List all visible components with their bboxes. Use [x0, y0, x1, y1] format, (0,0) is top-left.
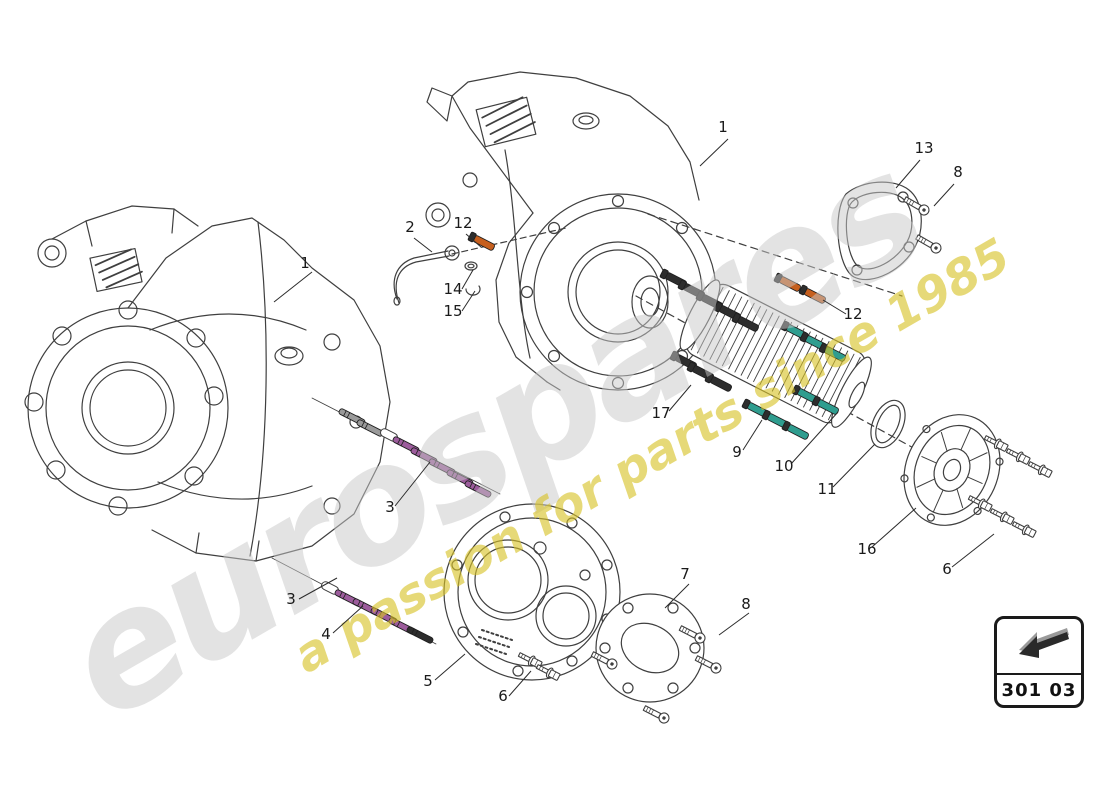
callout-label-6[interactable]: 6 [498, 687, 508, 705]
vent-grille-left [89, 247, 143, 293]
callout-label-8[interactable]: 8 [953, 163, 963, 181]
bolt-6 [1010, 518, 1038, 540]
callout-label-11[interactable]: 11 [817, 480, 836, 498]
breather-tube [393, 245, 460, 306]
leader-lines [273, 138, 995, 697]
cover-plate-5 [443, 503, 621, 681]
vent-grille-upper [475, 96, 537, 148]
gearbox-housing-left [24, 205, 391, 562]
rear-cover-16 [900, 414, 1004, 526]
callout-label-16[interactable]: 16 [857, 540, 876, 558]
bolt-6 [988, 505, 1016, 527]
callout-label-5[interactable]: 5 [423, 672, 433, 690]
gasket-13 [837, 181, 922, 281]
callout-label-14[interactable]: 14 [443, 280, 462, 298]
construction-line-top [647, 213, 903, 297]
circlip-15 [465, 285, 481, 296]
callout-label-10[interactable]: 10 [774, 457, 793, 475]
callout-label-6[interactable]: 6 [942, 560, 952, 578]
callout-label-12[interactable]: 12 [843, 305, 862, 323]
callout-label-7[interactable]: 7 [680, 565, 690, 583]
callout-label-9[interactable]: 9 [732, 443, 742, 461]
o-ring-11 [870, 399, 906, 449]
bolt-6 [1004, 445, 1032, 467]
callout-label-2[interactable]: 2 [405, 218, 415, 236]
callout-label-17[interactable]: 17 [651, 404, 670, 422]
stud-4-black [405, 625, 435, 645]
bolt-9-teal [781, 420, 811, 442]
tube-construction-line [451, 227, 567, 255]
callout-layer: 1 2 12 14 15 1 13 8 12 17 9 10 11 16 6 3… [273, 118, 995, 705]
washer-14 [464, 261, 478, 271]
part-code-label: 301 03 [1001, 679, 1077, 701]
screw-8 [641, 702, 672, 726]
callout-label-1[interactable]: 1 [718, 118, 728, 136]
bolt-6 [1026, 458, 1054, 480]
callout-label-15[interactable]: 15 [443, 302, 462, 320]
callout-label-12[interactable]: 12 [453, 214, 472, 232]
part-code-box: 301 03 [994, 616, 1084, 708]
gasket-7 [595, 593, 705, 703]
line-art-layer [24, 71, 1054, 726]
callout-label-3[interactable]: 3 [286, 590, 296, 608]
direction-arrow-icon [997, 619, 1081, 675]
callout-label-8[interactable]: 8 [741, 595, 751, 613]
callout-label-4[interactable]: 4 [321, 625, 331, 643]
callout-label-13[interactable]: 13 [914, 139, 933, 157]
callout-label-1[interactable]: 1 [300, 254, 310, 272]
callout-label-3[interactable]: 3 [385, 498, 395, 516]
